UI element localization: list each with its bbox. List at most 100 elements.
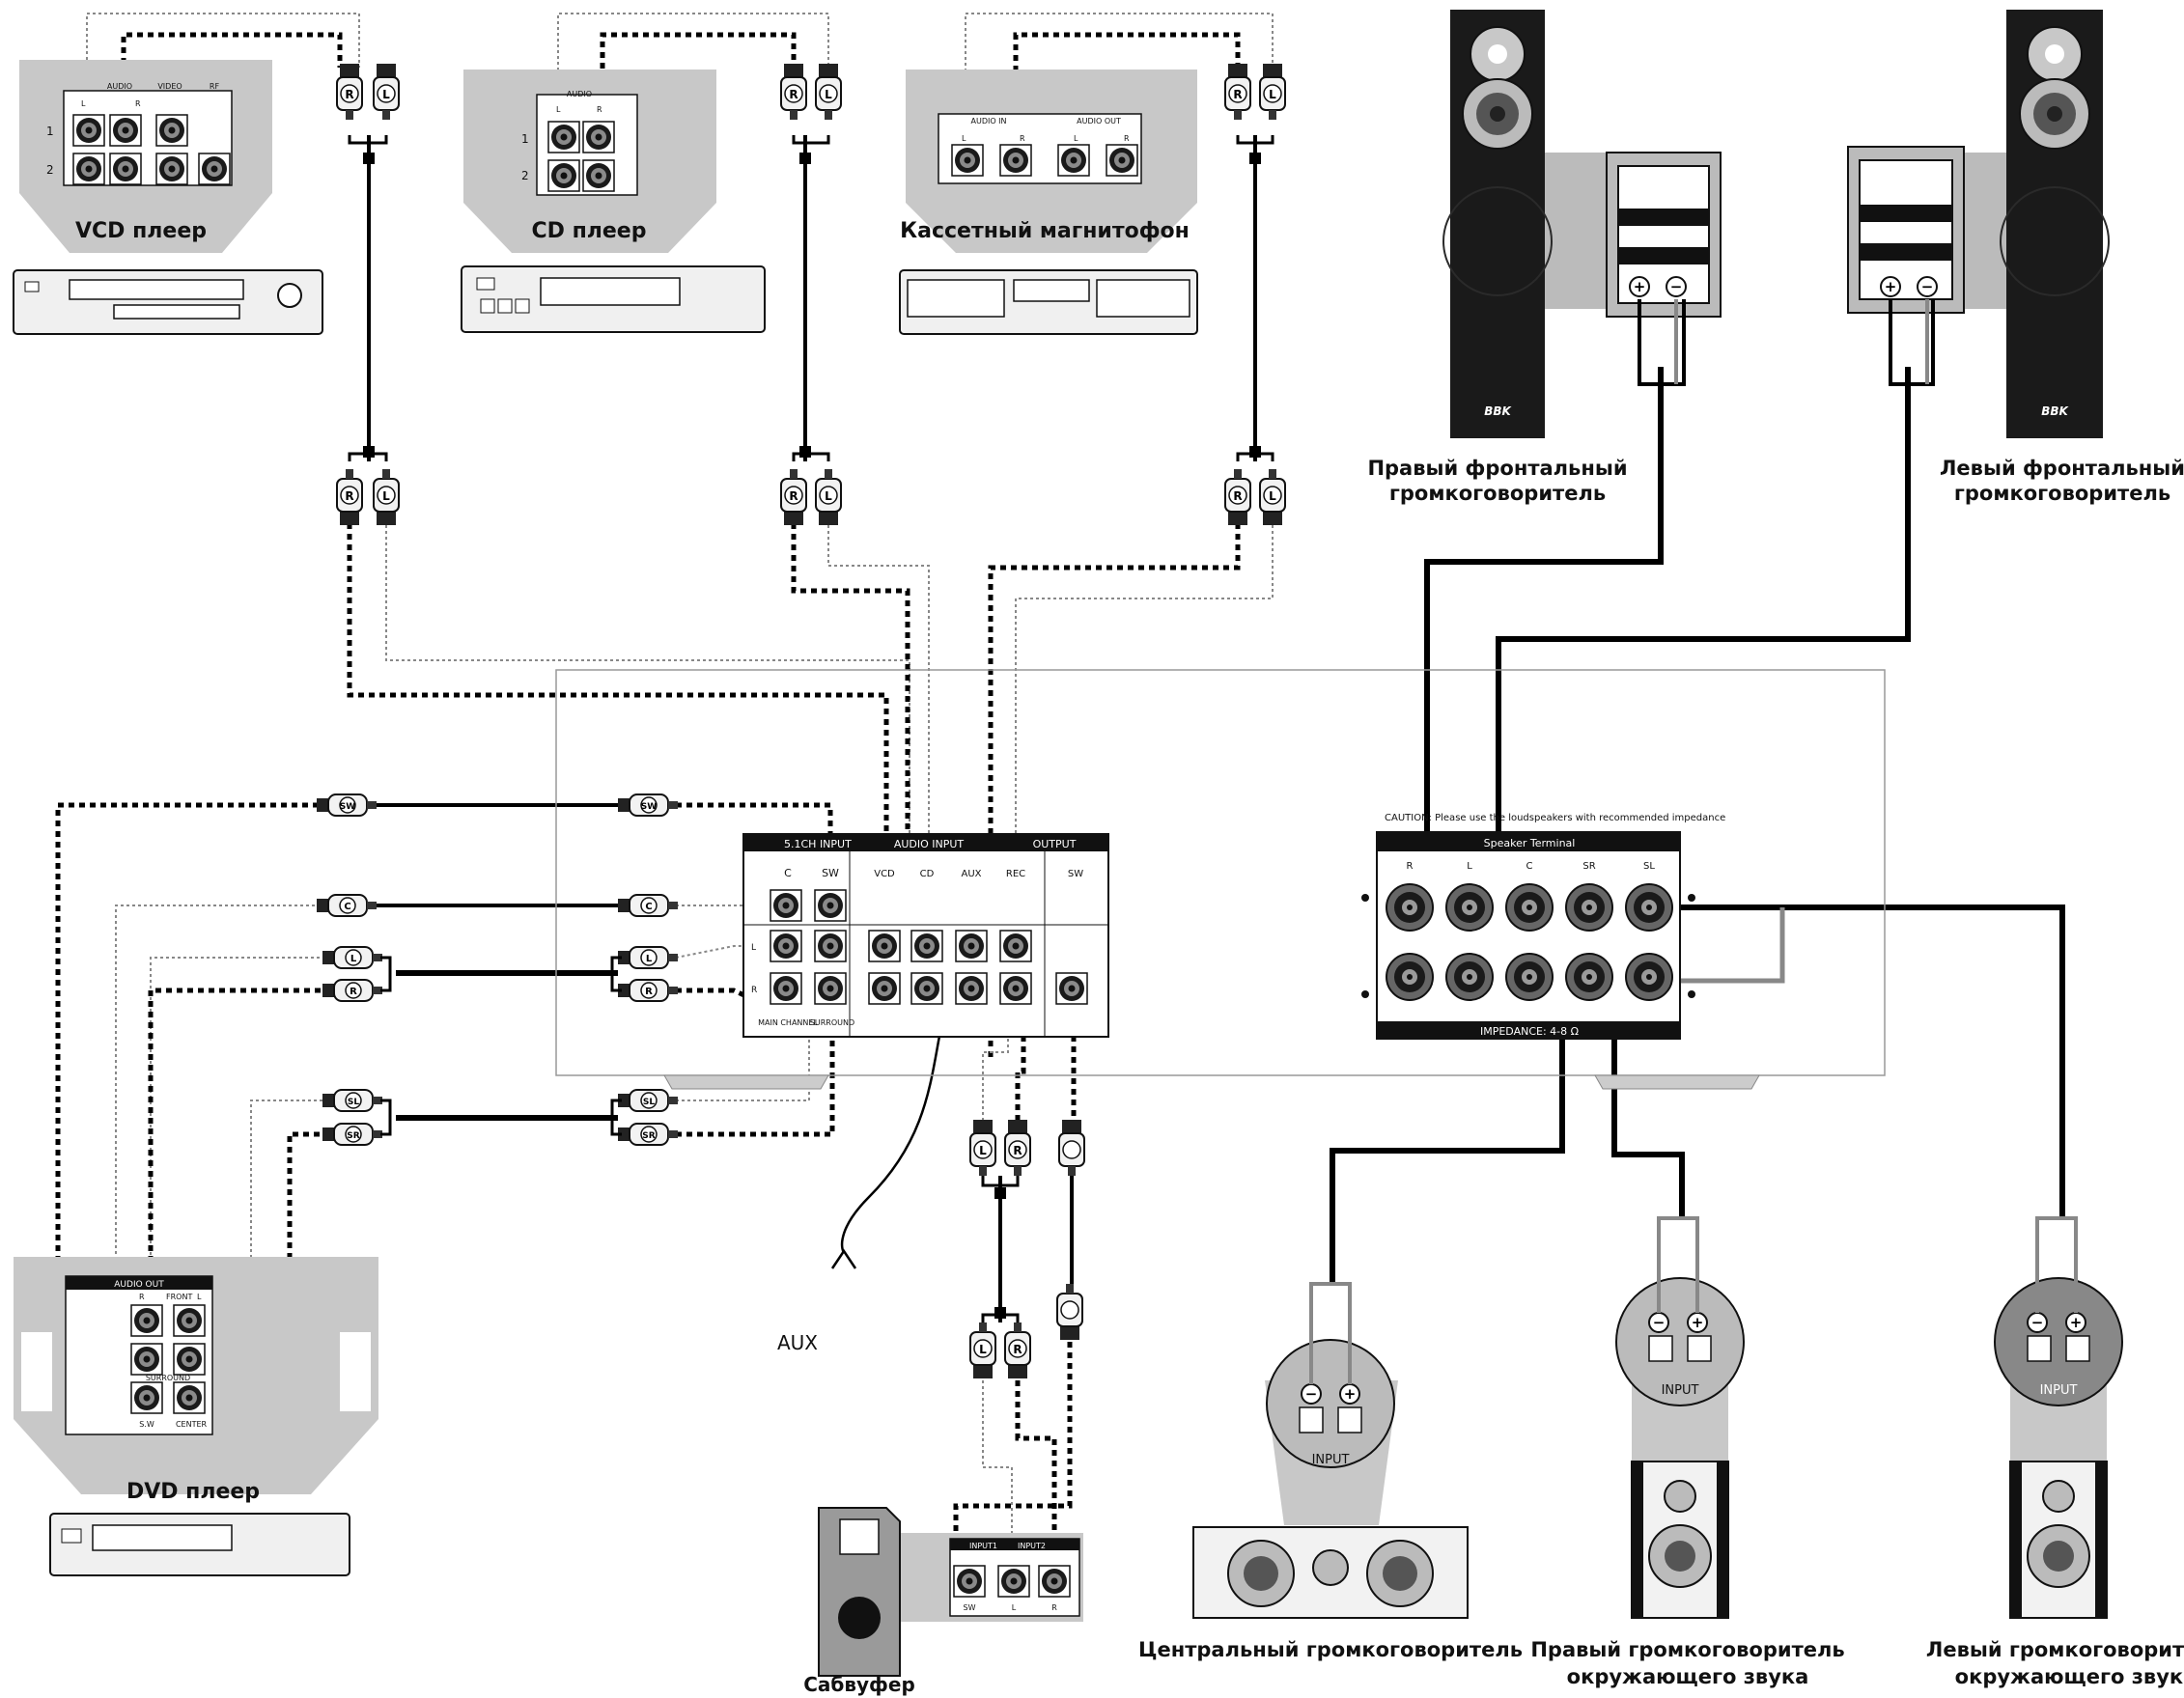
panel-audio-input-label: AUDIO INPUT (894, 838, 965, 850)
rx-jack-main-l[interactable] (770, 930, 802, 962)
surround-right-input-label: INPUT (1662, 1383, 1699, 1398)
terminal-sl-minus[interactable] (1625, 953, 1673, 1001)
vcd-jack-audio-r2[interactable] (109, 153, 142, 185)
plug-cd-r-bottom-label: R (789, 489, 798, 503)
rx-jack-vcd-r[interactable] (868, 972, 901, 1005)
dvd-jack-front-l[interactable] (173, 1304, 206, 1337)
vcd-jack-video2[interactable] (155, 153, 188, 185)
rca-plugs-bottom: R L R L R L (336, 468, 1286, 526)
aux-arrow-head (830, 1248, 857, 1269)
center-minus: − (1305, 1385, 1318, 1403)
front-left-label-2: громкоговоритель (1954, 482, 2170, 505)
front-left-plus: + (1885, 278, 1897, 295)
front-left-label-1: Левый фронтальный (1940, 457, 2184, 480)
sub-sw-label: SW (964, 1603, 976, 1612)
center-plus: + (1344, 1385, 1357, 1403)
dvd-center-label: CENTER (176, 1420, 208, 1429)
subwoofer-label: Сабвуфер (803, 1673, 915, 1696)
aux-label: AUX (777, 1331, 818, 1354)
panel-cd-label: CD (920, 869, 935, 879)
surround-right-minus: − (1653, 1314, 1666, 1331)
cd-jack-r2[interactable] (582, 159, 615, 192)
cable-dvd-front-r (148, 988, 328, 1347)
terminal-c-minus[interactable] (1505, 953, 1554, 1001)
tape-out-r-label: R (1124, 134, 1130, 143)
rx-jack-cd-r[interactable] (910, 972, 943, 1005)
sub-l-label: L (1012, 1603, 1017, 1612)
rx-jack-surround-r[interactable] (814, 972, 847, 1005)
vcd-jack-video1[interactable] (155, 114, 188, 147)
tape-jack-out-r[interactable] (1106, 144, 1138, 177)
cable-tape-white-bottom (1015, 502, 1274, 929)
rx-jack-rec-l[interactable] (999, 930, 1032, 962)
terminal-sr-plus[interactable] (1565, 883, 1613, 932)
dvd-r-label: R (139, 1293, 145, 1301)
rx-jack-aux-r[interactable] (955, 972, 988, 1005)
rx-jack-sw[interactable] (814, 889, 847, 922)
rx-jack-main-r[interactable] (770, 972, 802, 1005)
tape-jack-out-l[interactable] (1057, 144, 1090, 177)
surround-left-speaker: − + INPUT Левый громкоговоритель окружаю… (1926, 1216, 2184, 1688)
rx-jack-aux-l[interactable] (955, 930, 988, 962)
receiver-rear-outline (555, 669, 1886, 1076)
sub-jack-sw[interactable] (953, 1565, 986, 1598)
terminal-sl-plus[interactable] (1625, 883, 1673, 932)
vcd-jack-audio-l1[interactable] (72, 114, 105, 147)
terminal-c-plus[interactable] (1505, 883, 1554, 932)
surround-left-label-2: окружающего звука (1955, 1665, 2184, 1688)
front-right-speaker: BBK + − Правый фронтальный громкоговорит… (1367, 10, 1722, 505)
rx-jack-c[interactable] (770, 889, 802, 922)
terminal-r-minus[interactable] (1386, 953, 1434, 1001)
dvd-jack-surround-r[interactable] (130, 1343, 163, 1376)
cd-jack-l2[interactable] (547, 159, 580, 192)
rx-jack-sw-out[interactable] (1055, 972, 1088, 1005)
rx-jack-vcd-l[interactable] (868, 930, 901, 962)
rx-jack-cd-l[interactable] (910, 930, 943, 962)
surround-left-plus: + (2070, 1314, 2083, 1331)
rx-jack-surround-l[interactable] (814, 930, 847, 962)
cd-audio-label: AUDIO (567, 90, 592, 98)
terminal-sr-minus[interactable] (1565, 953, 1613, 1001)
cable-cd-white-top (557, 13, 829, 111)
plug-front-r-right-label: R (645, 987, 653, 997)
cd-jack-r1[interactable] (582, 121, 615, 153)
terminal-l-minus[interactable] (1445, 953, 1494, 1001)
speaker-terminal: CAUTION: Please use the loudspeakers wit… (1361, 813, 1725, 1040)
dvd-jack-surround-l[interactable] (173, 1343, 206, 1376)
front-right-label-1: Правый фронтальный (1367, 457, 1627, 480)
plug-sw-right-label: SW (641, 802, 657, 812)
plug-cd-l-top-label: L (825, 88, 832, 101)
dvd-jack-sw[interactable] (130, 1381, 163, 1414)
cable-sub-l-bottom (982, 1380, 1013, 1543)
terminal-r-plus[interactable] (1386, 883, 1434, 932)
vcd-jack-rf[interactable] (198, 153, 231, 185)
vcd-player: AUDIO VIDEO RF L R 1 2 VCD плеер (13, 60, 323, 335)
plug-sub-r-bottom-label: R (1013, 1343, 1022, 1356)
plug-tape-l-top-label: L (1269, 88, 1276, 101)
dvd-jack-center[interactable] (173, 1381, 206, 1414)
receiver-foot-left (663, 1074, 829, 1090)
front-left-minus: − (1921, 278, 1934, 295)
receiver-foot-right (1594, 1074, 1760, 1090)
sub-jack-l[interactable] (997, 1565, 1030, 1598)
rx-jack-rec-r[interactable] (999, 972, 1032, 1005)
vcd-jack-audio-l2[interactable] (72, 153, 105, 185)
plugs-51-cables: SW SW C C L R L R SL SR SL SR (316, 793, 679, 1146)
cd-jack-l1[interactable] (547, 121, 580, 153)
panel-vcd-label: VCD (874, 869, 895, 879)
tape-jack-in-r[interactable] (999, 144, 1032, 177)
plugs-subwoofer-cables: L R L R (969, 1119, 1085, 1379)
terminal-l-plus[interactable] (1445, 883, 1494, 932)
surround-right-label-1: Правый громкоговоритель (1530, 1638, 1844, 1661)
wire-front-left (1496, 367, 1911, 907)
sub-jack-r[interactable] (1038, 1565, 1071, 1598)
subwoofer-body (818, 1507, 901, 1677)
cd-player-label: CD плеер (532, 219, 647, 243)
center-speaker: − + INPUT Центральный громкоговоритель (1138, 1282, 1523, 1661)
vcd-jack-audio-r1[interactable] (109, 114, 142, 147)
rca-plugs-top: R L R L R L (336, 63, 1286, 121)
cable-vcd-white-bottom (385, 502, 910, 929)
tape-jack-in-l[interactable] (951, 144, 984, 177)
dvd-jack-front-r[interactable] (130, 1304, 163, 1337)
vcd-r-label: R (135, 99, 141, 108)
